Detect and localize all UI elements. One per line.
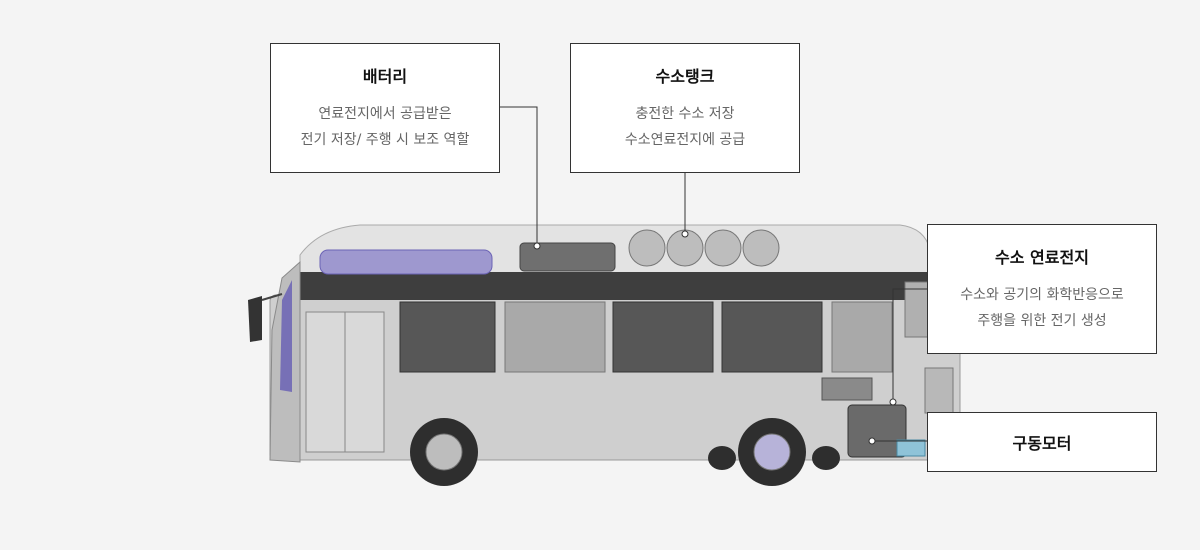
- fuel-cell-leader-line: [892, 288, 927, 402]
- hydrogen-tank-1: [628, 229, 666, 267]
- mirror-arm: [261, 293, 283, 301]
- fuel-cell-callout: 수소 연료전지 수소와 공기의 화학반응으로 주행을 위한 전기 생성: [927, 224, 1157, 354]
- window-3: [612, 301, 714, 373]
- motor-leader-dot: [868, 437, 876, 445]
- hydrogen-tank-title: 수소탱크: [655, 67, 715, 86]
- hydrogen-tank-desc-line-1: 충전한 수소 저장: [635, 106, 735, 122]
- side-mirror: [248, 296, 262, 342]
- battery-desc-line-2: 전기 저장/ 주행 시 보조 역할: [300, 132, 470, 148]
- rear-suspension-right: [812, 446, 840, 470]
- battery-title: 배터리: [362, 67, 408, 86]
- hydrogen-tank-desc-line-2: 수소연료전지에 공급: [624, 132, 746, 148]
- battery-callout: 배터리 연료전지에서 공급받은 전기 저장/ 주행 시 보조 역할: [270, 43, 500, 173]
- drive-motor-callout: 구동모터: [927, 412, 1157, 472]
- battery-desc-line-1: 연료전지에서 공급받은: [318, 106, 452, 122]
- fuel-cell-title: 수소 연료전지: [995, 248, 1089, 267]
- windshield-accent: [280, 280, 292, 392]
- motor-coolant-part: [896, 439, 926, 457]
- rear-vent-lower: [924, 367, 954, 414]
- tank-leader-dot: [681, 230, 689, 238]
- rear-suspension-left: [708, 446, 736, 470]
- window-1: [399, 301, 496, 373]
- fuel-cell-unit: [821, 377, 873, 401]
- fuel-cell-desc-line-1: 수소와 공기의 화학반응으로: [960, 287, 1124, 303]
- drive-motor-unit: [847, 404, 907, 458]
- window-4: [721, 301, 823, 373]
- fuel-cell-leader-dot: [889, 398, 897, 406]
- drive-motor-title: 구동모터: [1012, 434, 1072, 453]
- battery-leader-line: [500, 106, 538, 246]
- window-5: [831, 301, 893, 373]
- battery-leader-dot: [533, 242, 541, 250]
- hydrogen-tank-4: [742, 229, 780, 267]
- roof-battery-module: [519, 242, 616, 272]
- roof-battery-pack: [319, 249, 493, 275]
- fuel-cell-desc-line-2: 주행을 위한 전기 생성: [977, 313, 1107, 329]
- bus-roof-band: [300, 272, 930, 300]
- hydrogen-tank-3: [704, 229, 742, 267]
- window-2: [504, 301, 606, 373]
- rear-wheel-hub: [753, 433, 791, 471]
- hydrogen-tank-callout: 수소탱크 충전한 수소 저장 수소연료전지에 공급: [570, 43, 800, 173]
- front-wheel-hub: [425, 433, 463, 471]
